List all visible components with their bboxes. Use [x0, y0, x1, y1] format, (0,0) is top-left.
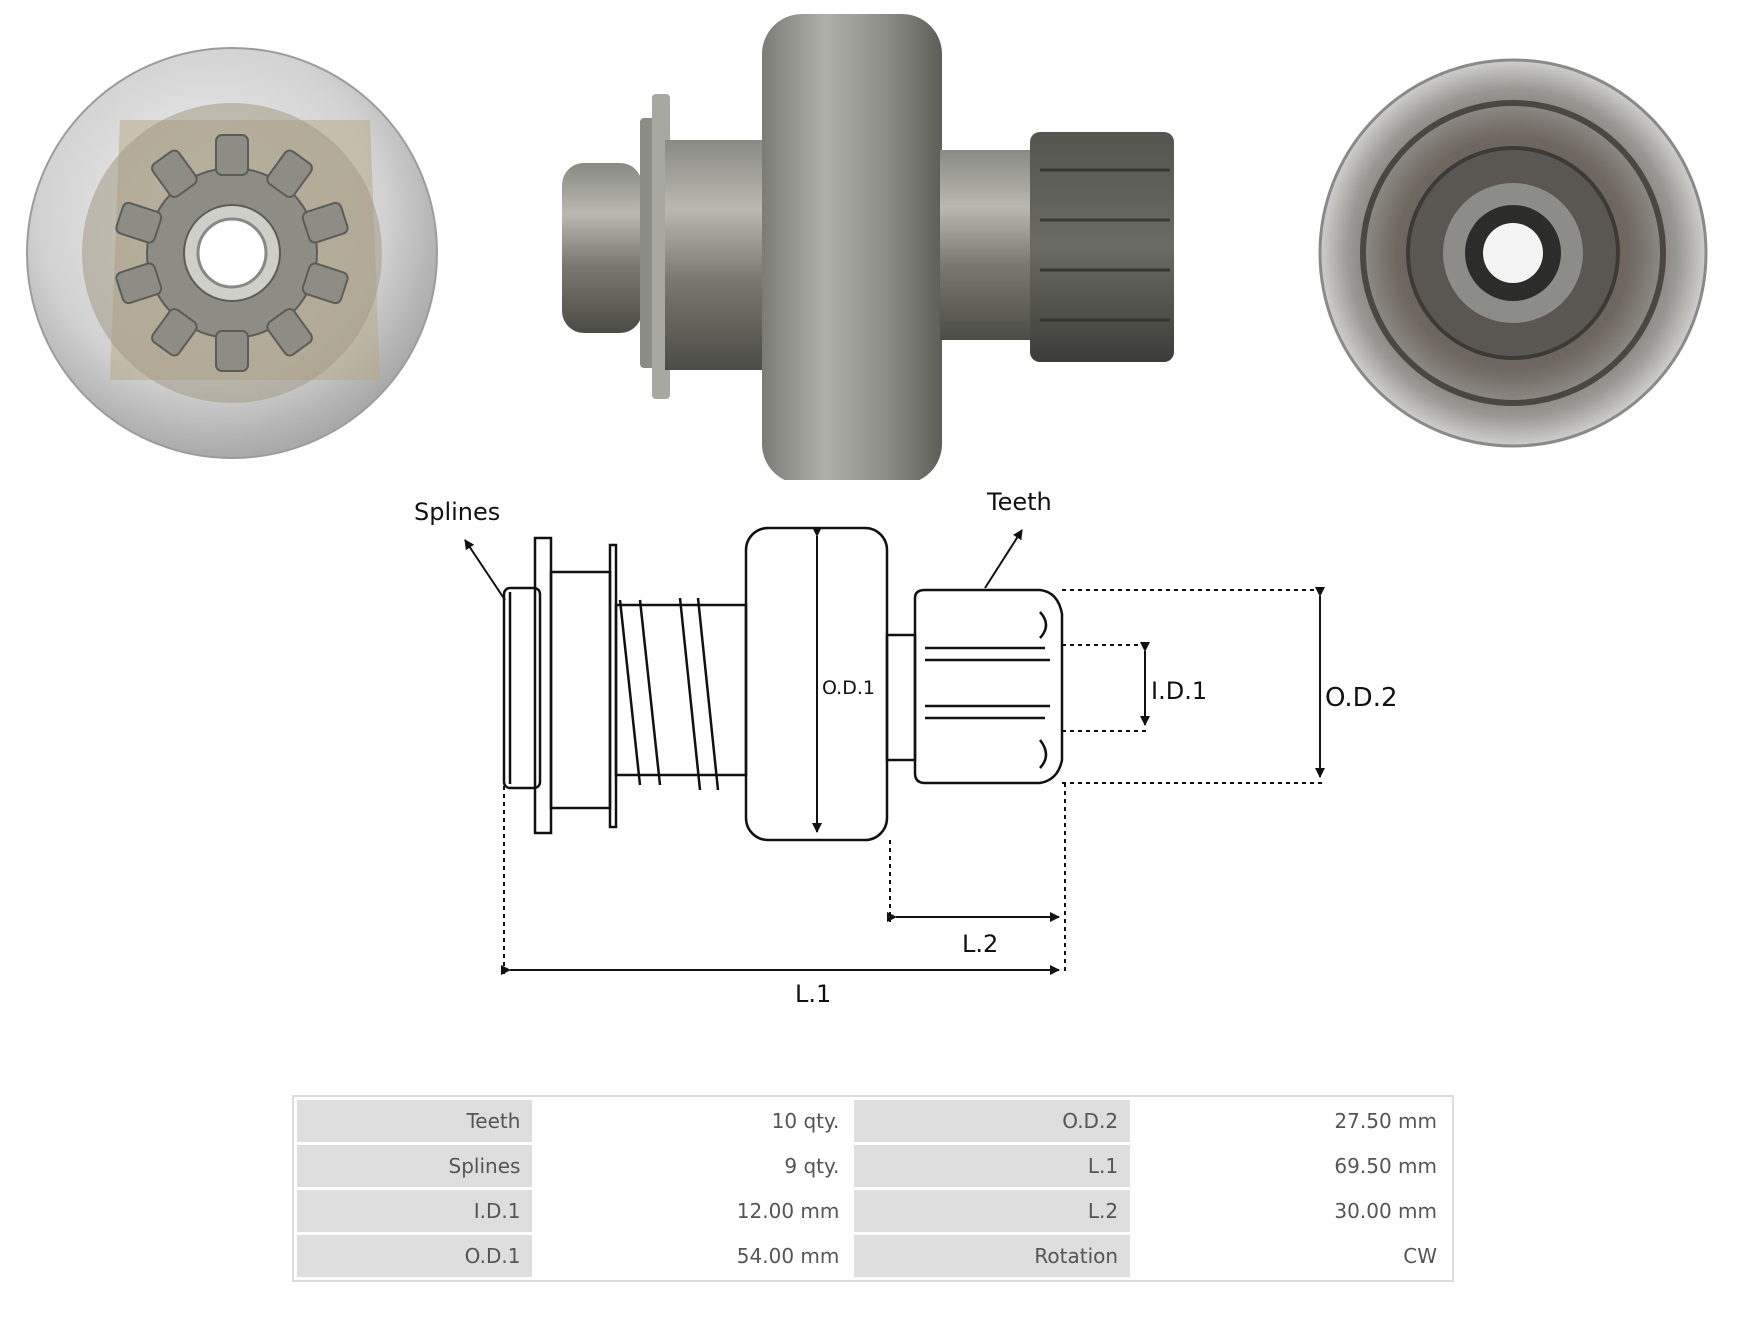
product-photos	[26, 14, 1708, 480]
spec-value: 30.00 mm	[1133, 1190, 1449, 1232]
spec-row: Teeth 10 qty. O.D.2 27.50 mm	[297, 1100, 1449, 1142]
label-od1: O.D.1	[822, 677, 875, 699]
label-id1: I.D.1	[1151, 677, 1207, 705]
spec-label: O.D.1	[297, 1235, 533, 1277]
spec-value: 54.00 mm	[535, 1235, 852, 1277]
spec-label: Teeth	[297, 1100, 533, 1142]
label-l2: L.2	[962, 930, 998, 958]
spec-value: 69.50 mm	[1133, 1145, 1449, 1187]
rear-view-photo	[1318, 58, 1708, 448]
front-view-photo	[26, 47, 438, 459]
label-od2: O.D.2	[1325, 683, 1398, 713]
dimension-lines	[464, 527, 1325, 975]
spec-table: Teeth 10 qty. O.D.2 27.50 mm Splines 9 q…	[292, 1095, 1454, 1282]
spec-value: 10 qty.	[535, 1100, 852, 1142]
spec-label: L.1	[854, 1145, 1131, 1187]
label-splines: Splines	[414, 498, 500, 526]
spec-row: Splines 9 qty. L.1 69.50 mm	[297, 1145, 1449, 1187]
spec-value: 12.00 mm	[535, 1190, 852, 1232]
spec-label: O.D.2	[854, 1100, 1131, 1142]
spec-row: O.D.1 54.00 mm Rotation CW	[297, 1235, 1449, 1277]
drive-outline	[502, 526, 1064, 842]
spec-value: CW	[1133, 1235, 1449, 1277]
spec-label: Splines	[297, 1145, 533, 1187]
spec-value: 9 qty.	[535, 1145, 852, 1187]
dimension-diagram: Splines Teeth O.D.1 I.D.1 O.D.2 L.2 L.1	[414, 488, 1398, 1008]
spec-value: 27.50 mm	[1133, 1100, 1449, 1142]
spec-label: L.2	[854, 1190, 1131, 1232]
label-teeth: Teeth	[986, 488, 1052, 516]
spec-label: I.D.1	[297, 1190, 533, 1232]
spec-label: Rotation	[854, 1235, 1131, 1277]
side-view-photo	[562, 14, 1174, 480]
label-l1: L.1	[795, 980, 831, 1008]
diagram-labels: Splines Teeth O.D.1 I.D.1 O.D.2 L.2 L.1	[414, 488, 1398, 1008]
spec-row: I.D.1 12.00 mm L.2 30.00 mm	[297, 1190, 1449, 1232]
